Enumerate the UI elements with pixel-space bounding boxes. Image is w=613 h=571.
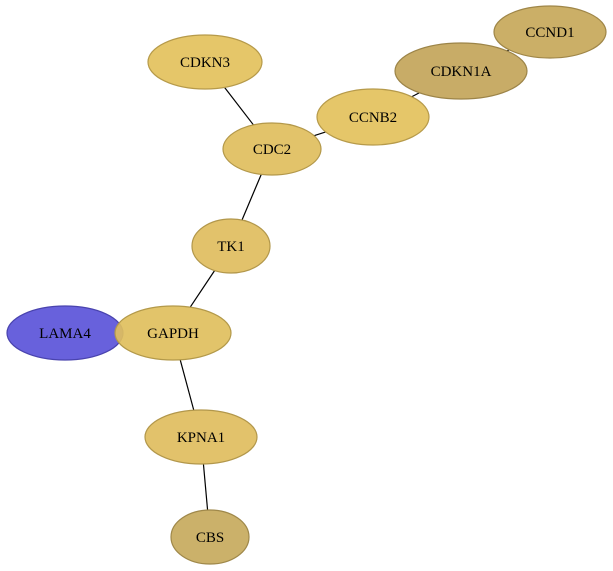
node-kpna1-shape xyxy=(144,409,258,465)
node-cbs-label: CBS xyxy=(196,530,224,546)
edge-gapdh-kpna1 xyxy=(179,359,195,411)
edge-tk1-gapdh xyxy=(189,270,216,308)
node-cdkn1a-label: CDKN1A xyxy=(431,64,492,80)
node-cdkn3[interactable]: CDKN3 xyxy=(147,34,263,90)
node-cdkn1a-shape xyxy=(394,42,528,100)
node-gapdh[interactable]: GAPDH xyxy=(114,305,232,361)
node-cbs-shape xyxy=(170,509,250,565)
node-ccnb2-shape xyxy=(316,88,430,146)
edge-kpna1-cbs xyxy=(202,463,209,511)
node-ccnd1[interactable]: CCND1 xyxy=(493,5,607,59)
edge-ccnb2-cdc2 xyxy=(313,131,326,137)
node-cdc2-label: CDC2 xyxy=(253,142,291,158)
node-kpna1-label: KPNA1 xyxy=(177,430,225,446)
node-cdkn1a[interactable]: CDKN1A xyxy=(394,42,528,100)
node-tk1-label: TK1 xyxy=(217,239,245,255)
node-cdkn3-shape xyxy=(147,34,263,90)
node-ccnb2-label: CCNB2 xyxy=(349,110,397,126)
node-cdkn3-label: CDKN3 xyxy=(180,55,230,71)
node-cbs[interactable]: CBS xyxy=(170,509,250,565)
edges-layer xyxy=(179,49,510,511)
node-lama4-label: LAMA4 xyxy=(39,326,91,342)
node-cdc2[interactable]: CDC2 xyxy=(222,122,322,176)
node-kpna1[interactable]: KPNA1 xyxy=(144,409,258,465)
edge-cdkn3-cdc2 xyxy=(224,86,254,126)
node-gapdh-shape xyxy=(114,305,232,361)
node-tk1[interactable]: TK1 xyxy=(191,218,271,274)
node-gapdh-label: GAPDH xyxy=(147,326,199,342)
node-ccnd1-label: CCND1 xyxy=(525,25,574,41)
node-ccnd1-shape xyxy=(493,5,607,59)
edge-cdc2-tk1 xyxy=(241,174,262,221)
node-lama4[interactable]: LAMA4 xyxy=(6,305,124,361)
edge-cdkn1a-ccnb2 xyxy=(411,92,420,98)
node-ccnb2[interactable]: CCNB2 xyxy=(316,88,430,146)
node-tk1-shape xyxy=(191,218,271,274)
node-cdc2-shape xyxy=(222,122,322,176)
